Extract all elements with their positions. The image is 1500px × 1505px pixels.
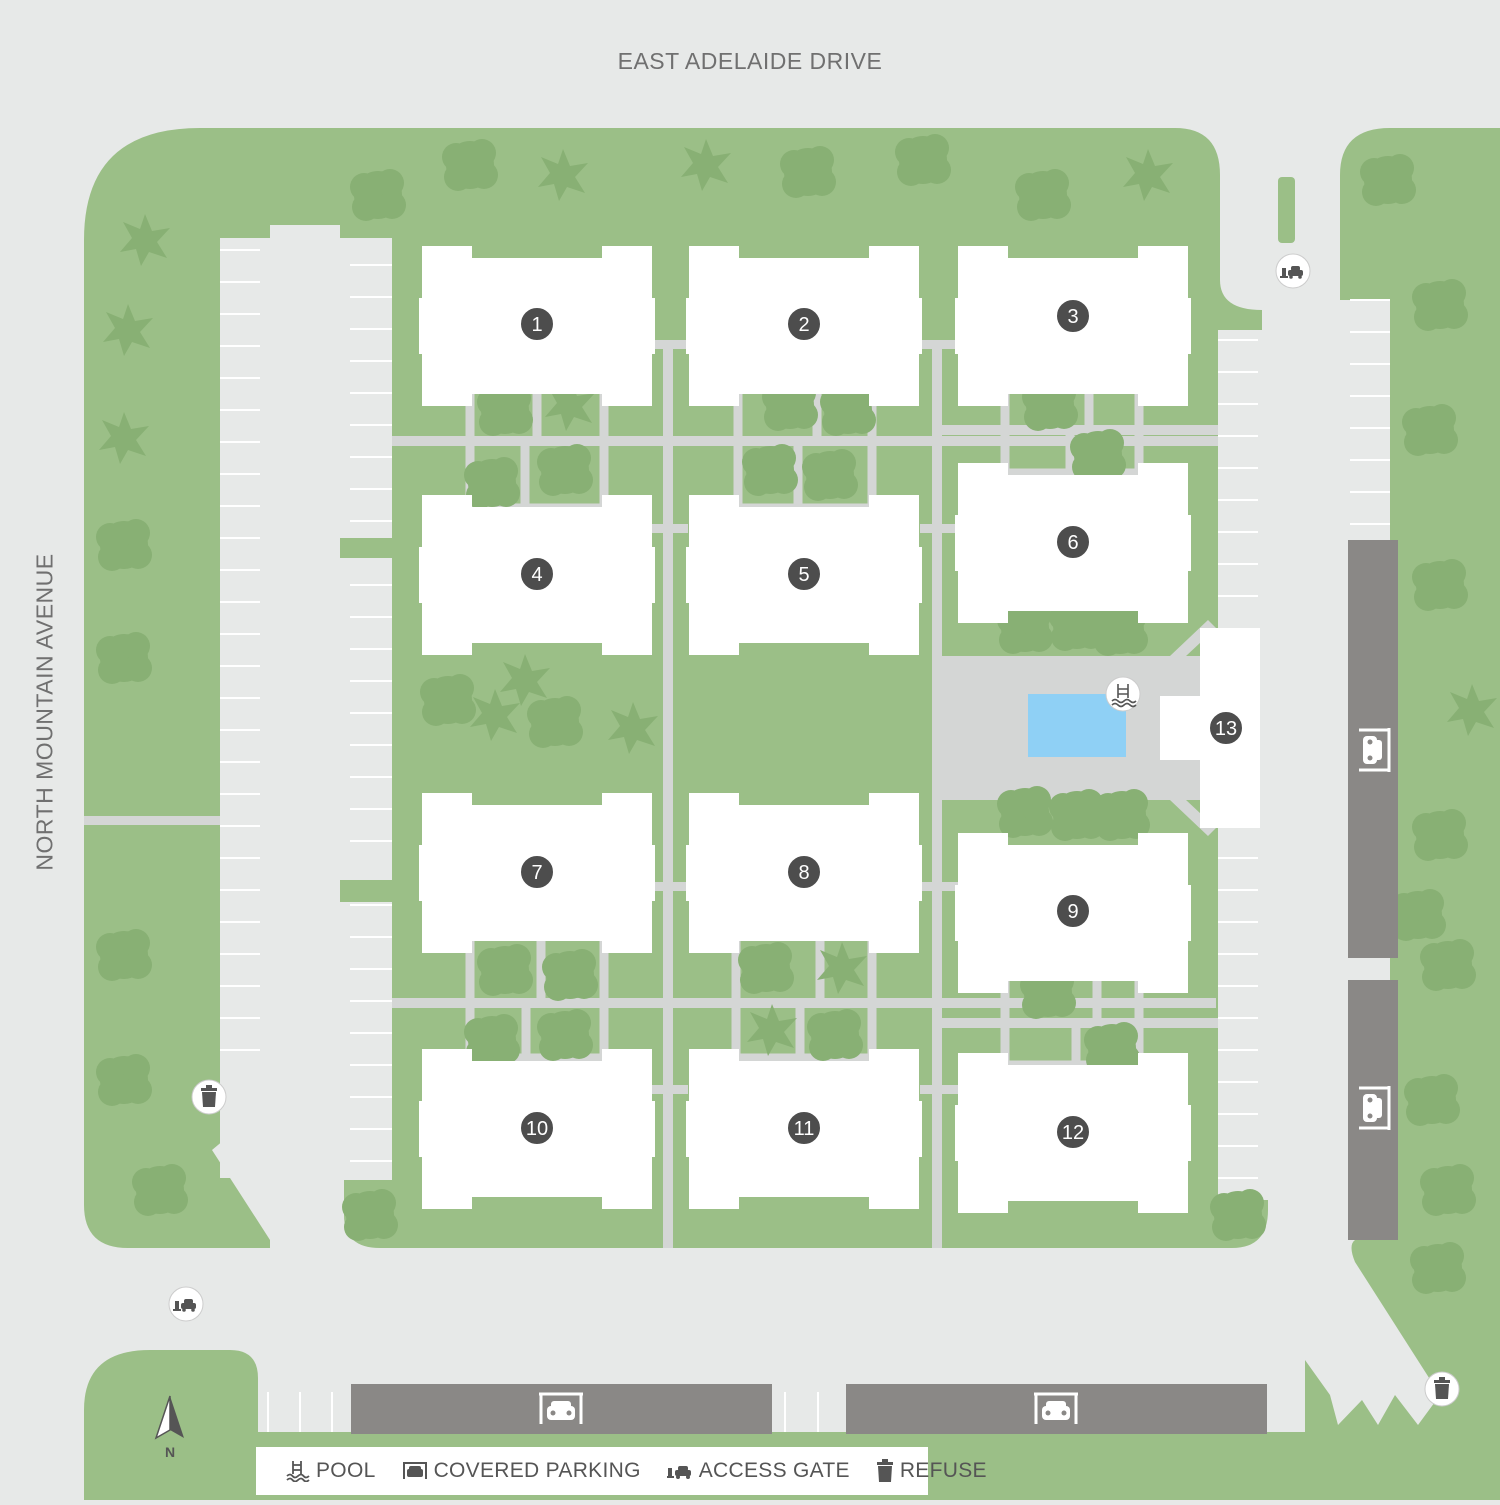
- access-gate-marker-north[interactable]: [1275, 253, 1311, 289]
- svg-text:12: 12: [1062, 1122, 1084, 1144]
- svg-text:6: 6: [1067, 532, 1078, 554]
- legend-item-pool: POOL: [286, 1459, 376, 1483]
- carport-south-east: [846, 1384, 1267, 1434]
- building-13[interactable]: 13: [1208, 710, 1244, 746]
- covered-parking-icon: [1034, 1392, 1078, 1424]
- parking-stalls-south: [267, 1392, 819, 1432]
- building-1[interactable]: 1: [519, 306, 555, 342]
- building-4[interactable]: 4: [519, 556, 555, 592]
- svg-text:13: 13: [1215, 718, 1237, 740]
- median: [1278, 177, 1295, 243]
- building-3[interactable]: 3: [1055, 298, 1091, 334]
- svg-text:2: 2: [798, 314, 809, 336]
- compass: N: [152, 1394, 188, 1464]
- refuse-icon: [201, 1085, 217, 1107]
- carport-south-west: [351, 1384, 772, 1434]
- building-12[interactable]: 12: [1055, 1114, 1091, 1150]
- refuse-marker-west[interactable]: [191, 1079, 227, 1115]
- map-legend: POOL COVERED PARKING ACCESS GATE REFUSE: [256, 1447, 987, 1495]
- svg-text:10: 10: [526, 1118, 548, 1140]
- carport-east-south: [1348, 980, 1398, 1240]
- north-arrow-icon: [154, 1395, 184, 1440]
- legend-label-refuse: REFUSE: [899, 1459, 987, 1482]
- building-7[interactable]: 7: [519, 854, 555, 890]
- legend-label-access-gate: ACCESS GATE: [698, 1459, 850, 1482]
- building-10[interactable]: 10: [519, 1110, 555, 1146]
- pool-icon: [286, 1461, 310, 1482]
- carport-east-north: [1348, 540, 1398, 958]
- refuse-marker-east[interactable]: [1424, 1371, 1460, 1407]
- covered-parking-icon: [539, 1392, 583, 1424]
- svg-text:3: 3: [1067, 306, 1078, 328]
- grass-tab: [340, 538, 392, 558]
- parking-lot-west: [220, 238, 392, 1178]
- svg-text:4: 4: [531, 564, 542, 586]
- access-gate-icon: [173, 1299, 196, 1312]
- compass-label: N: [164, 1444, 176, 1460]
- refuse-icon: [876, 1459, 893, 1482]
- legend-item-access-gate: ACCESS GATE: [666, 1459, 850, 1483]
- pool-icon: [1111, 684, 1137, 708]
- grass-tab: [340, 880, 392, 902]
- building-6[interactable]: 6: [1055, 524, 1091, 560]
- legend-item-covered-parking: COVERED PARKING: [402, 1459, 641, 1483]
- covered-parking-icon: [402, 1462, 427, 1479]
- building-8[interactable]: 8: [786, 854, 822, 890]
- svg-text:11: 11: [794, 1118, 815, 1140]
- building-5[interactable]: 5: [786, 556, 822, 592]
- building-11[interactable]: 11: [786, 1110, 822, 1146]
- pool-marker[interactable]: [1105, 676, 1141, 712]
- street-name-north: EAST ADELAIDE DRIVE: [617, 48, 883, 74]
- svg-text:9: 9: [1067, 901, 1078, 923]
- legend-label-covered-parking: COVERED PARKING: [433, 1459, 641, 1482]
- building-2[interactable]: 2: [786, 306, 822, 342]
- svg-text:7: 7: [531, 862, 542, 884]
- covered-parking-icon: [1359, 728, 1391, 772]
- access-gate-marker-southwest[interactable]: [168, 1286, 204, 1322]
- street-name-west: NORTH MOUNTAIN AVENUE: [31, 553, 58, 871]
- svg-text:8: 8: [798, 862, 809, 884]
- legend-item-refuse: REFUSE: [876, 1459, 987, 1483]
- grass-east: [1305, 128, 1500, 1500]
- svg-text:5: 5: [798, 564, 809, 586]
- parking-stalls-east: [1218, 299, 1390, 1179]
- parking-stalls-west: [220, 249, 392, 1162]
- refuse-icon: [1434, 1377, 1450, 1399]
- covered-parking-icon: [1359, 1086, 1391, 1130]
- legend-label-pool: POOL: [316, 1459, 376, 1482]
- courtyard-paths: [465, 377, 1144, 1070]
- access-gate-icon: [1280, 266, 1303, 279]
- access-gate-icon: [666, 1466, 691, 1479]
- svg-text:1: 1: [531, 314, 542, 336]
- building-9[interactable]: 9: [1055, 893, 1091, 929]
